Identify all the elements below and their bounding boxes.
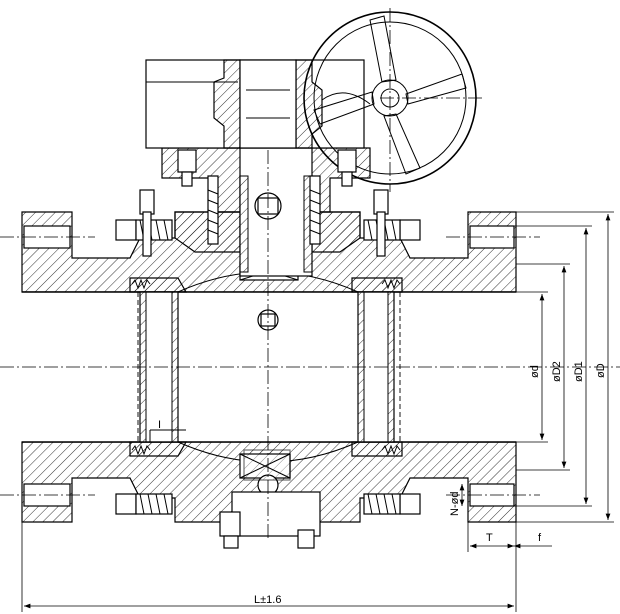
stem bbox=[239, 147, 313, 277]
seat-springs bbox=[131, 278, 401, 456]
dimension-lines bbox=[21, 211, 614, 612]
dim-label-L: L±1.6 bbox=[254, 594, 281, 606]
dim-label-T: T bbox=[486, 532, 493, 544]
dim-label-d: ød bbox=[529, 365, 541, 378]
dim-label-D: øD bbox=[595, 363, 607, 378]
bottom-cover bbox=[219, 449, 321, 549]
body-bolts bbox=[115, 189, 421, 515]
dim-label-f: f bbox=[538, 532, 542, 544]
center-lines bbox=[0, 150, 620, 540]
handwheel bbox=[303, 8, 484, 192]
dim-label-D2: øD2 bbox=[551, 361, 563, 382]
dim-label-N-d: N-ød bbox=[449, 492, 461, 516]
detail-label-I: I bbox=[158, 419, 161, 431]
gearbox bbox=[145, 59, 371, 149]
bonnet-bolts bbox=[177, 149, 357, 245]
dim-label-D1: øD1 bbox=[573, 361, 585, 382]
